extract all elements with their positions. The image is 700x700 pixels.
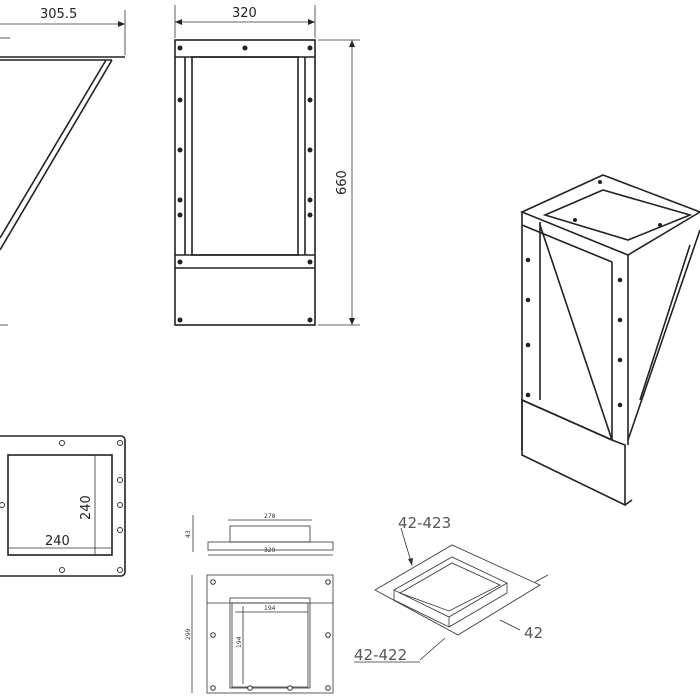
outlet-height-dim: 43 [185,530,192,538]
isometric-outlet: 42-423 42 42-422 [354,514,549,664]
side-view: 305.5 [0,7,126,326]
outlet-inner-height-dim: 194 [236,636,243,648]
outlet-bottom-dim: 320 [264,547,276,554]
flange-top-view: 240 240 [0,435,126,577]
flange-width-dim: 240 [45,534,70,549]
flange-height-dim: 240 [79,495,94,520]
front-view: 320 660 [174,5,360,326]
front-height-dim: 660 [335,170,350,195]
front-width-dim: 320 [232,6,257,21]
outlet-inner-width-dim: 194 [264,605,276,612]
callout-42: 42 [524,624,543,642]
callout-42-423: 42-423 [398,514,451,532]
outlet-side-view: 278 320 43 [185,513,334,556]
outlet-top-dim: 278 [264,513,276,520]
isometric-hopper [519,174,700,507]
side-width-dim: 305.5 [40,7,77,22]
outlet-outer-dim: 299 [185,628,192,640]
outlet-top-view: 299 194 194 [185,574,334,694]
callout-42-422: 42-422 [354,646,407,664]
